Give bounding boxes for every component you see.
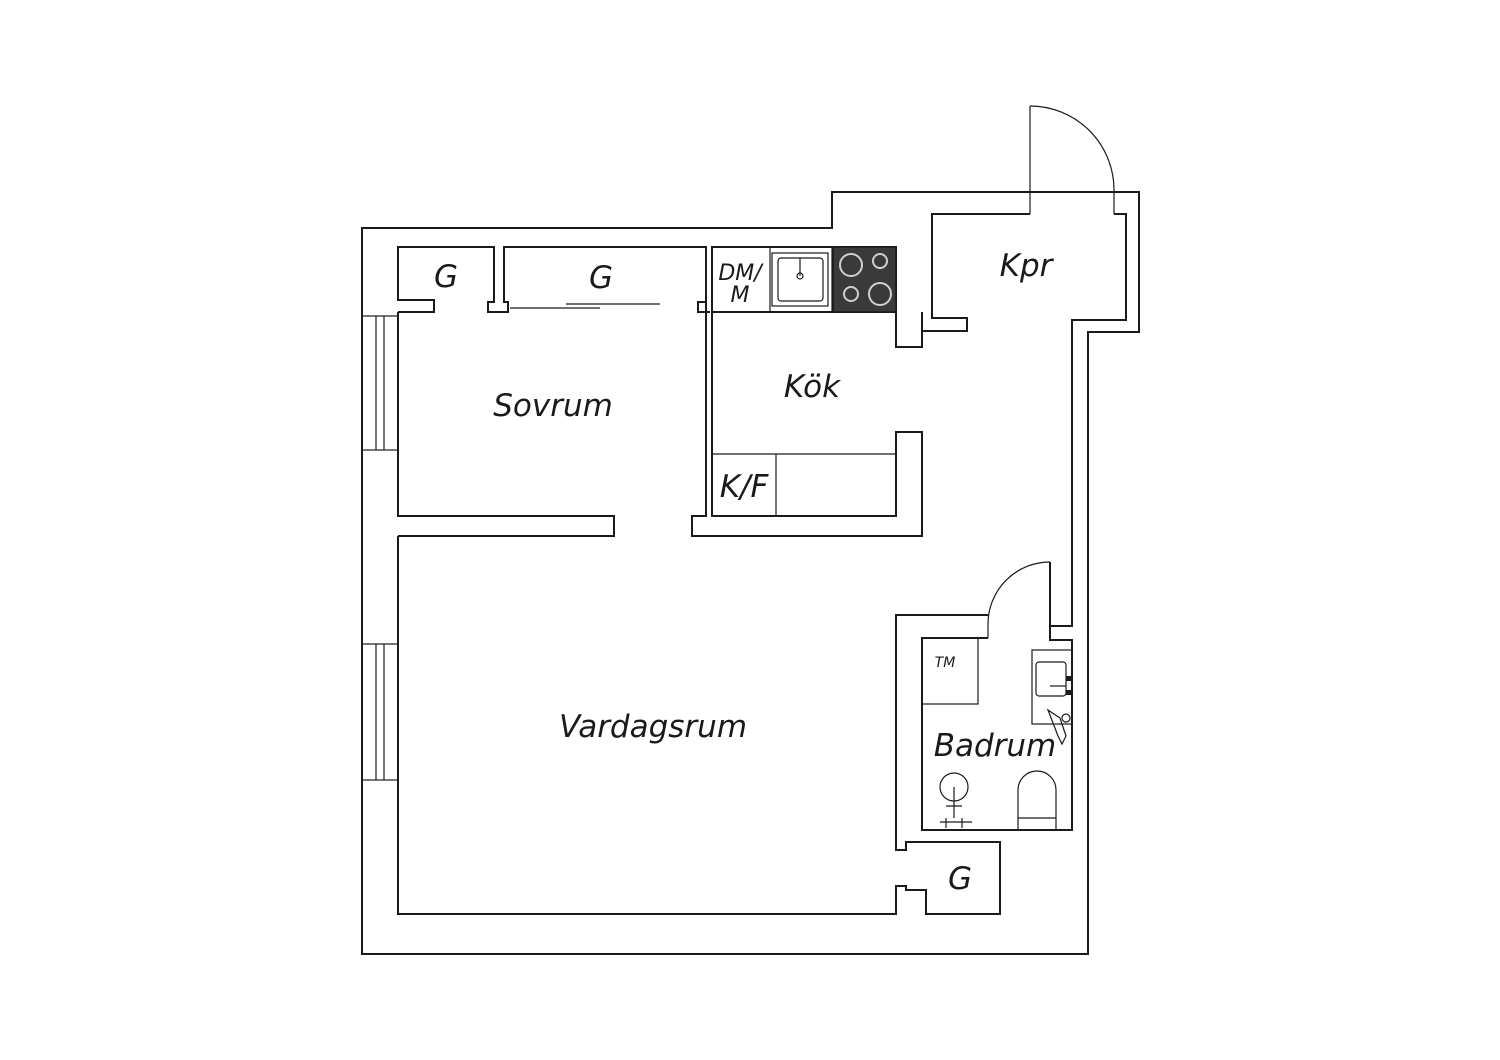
sink [771,252,829,307]
window-bedroom [361,315,399,451]
sink-drain [796,272,804,280]
label-kpr: Kpr [1000,248,1055,284]
label-kok: Kök [784,369,841,405]
window-living [361,643,399,781]
bath-sink-basin [1035,661,1067,697]
bath-sink-knob-2 [1066,690,1071,695]
outer-wall [361,191,1140,955]
bath-sink-valve [1061,713,1071,723]
label-closet-bed-1: G [434,259,458,295]
label-washing-machine: TM [935,655,956,671]
stove-burner-3 [843,286,859,302]
label-dishwasher-2: M [731,283,750,308]
kitchen-hall-stub [895,312,923,348]
bathroom-outer-wall [397,536,1001,915]
label-dishwasher-1: DM/ [718,261,764,286]
shower-pipe [940,787,972,828]
bath-door-swing [987,561,1051,638]
label-closet-bed-2: G [589,260,613,296]
label-fridge: K/F [720,469,770,505]
label-closet-living: G [948,861,972,897]
label-badrum: Badrum [934,728,1057,764]
toilet [1017,770,1057,830]
stove-burner-1 [839,253,863,277]
bedroom-kitchen-wall [691,302,923,537]
kpr-wall [921,213,1030,347]
stove-burner-2 [872,253,888,269]
stove-burner-4 [868,282,892,306]
label-sovrum: Sovrum [493,388,613,424]
washing-machine [921,637,979,705]
bath-sink-shower-head [1046,708,1067,746]
bath-sink-knob-1 [1066,676,1071,681]
bedroom-wall [397,312,615,537]
bedroom-top-wall [397,246,710,313]
label-vardagsrum: Vardagsrum [559,709,747,745]
bath-sink [1031,649,1073,725]
entrance-door-swing [1029,105,1115,214]
